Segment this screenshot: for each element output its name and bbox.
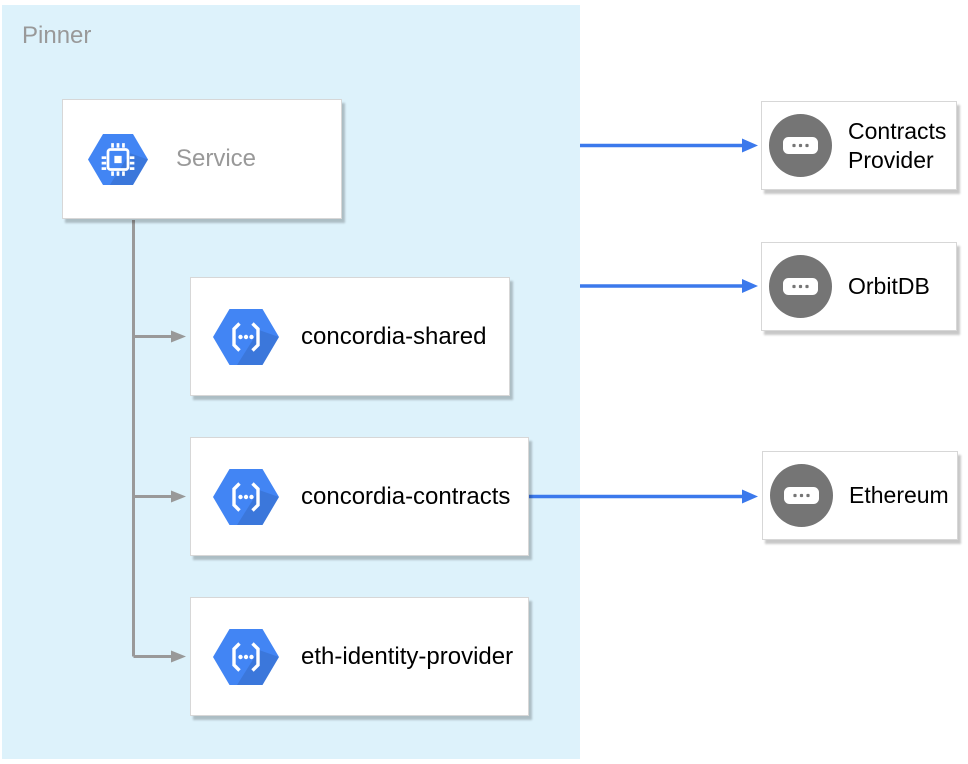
node-contracts-provider[interactable]: Contracts Provider xyxy=(761,101,957,190)
edge-service-to-orbitdb xyxy=(580,279,758,293)
node-orbitdb[interactable]: OrbitDB xyxy=(761,242,957,331)
api-icon xyxy=(769,255,832,318)
edge-service-to-contracts-provider xyxy=(580,138,758,153)
node-concordia-contracts[interactable]: concordia-contracts xyxy=(190,437,529,556)
api-icon xyxy=(769,114,832,177)
node-service[interactable]: Service xyxy=(62,99,342,219)
node-service-label: Service xyxy=(176,145,257,172)
code-brackets-icon xyxy=(213,468,279,525)
node-eth-identity-provider-label: eth-identity-provider xyxy=(301,642,514,670)
node-eth-identity-provider[interactable]: eth-identity-provider xyxy=(190,597,529,716)
node-concordia-shared-label: concordia-shared xyxy=(301,322,487,350)
code-brackets-icon xyxy=(213,628,279,685)
chip-icon xyxy=(88,133,148,185)
node-ethereum-label: Ethereum xyxy=(849,482,949,508)
node-concordia-contracts-label: concordia-contracts xyxy=(301,482,511,510)
api-icon xyxy=(770,464,833,527)
node-orbitdb-label: OrbitDB xyxy=(848,273,930,299)
node-contracts-provider-label: Contracts Provider xyxy=(848,117,947,173)
node-ethereum[interactable]: Ethereum xyxy=(762,451,958,540)
code-brackets-icon xyxy=(213,308,279,365)
pinner-zone-label: Pinner xyxy=(22,22,92,49)
node-concordia-shared[interactable]: concordia-shared xyxy=(190,277,510,396)
